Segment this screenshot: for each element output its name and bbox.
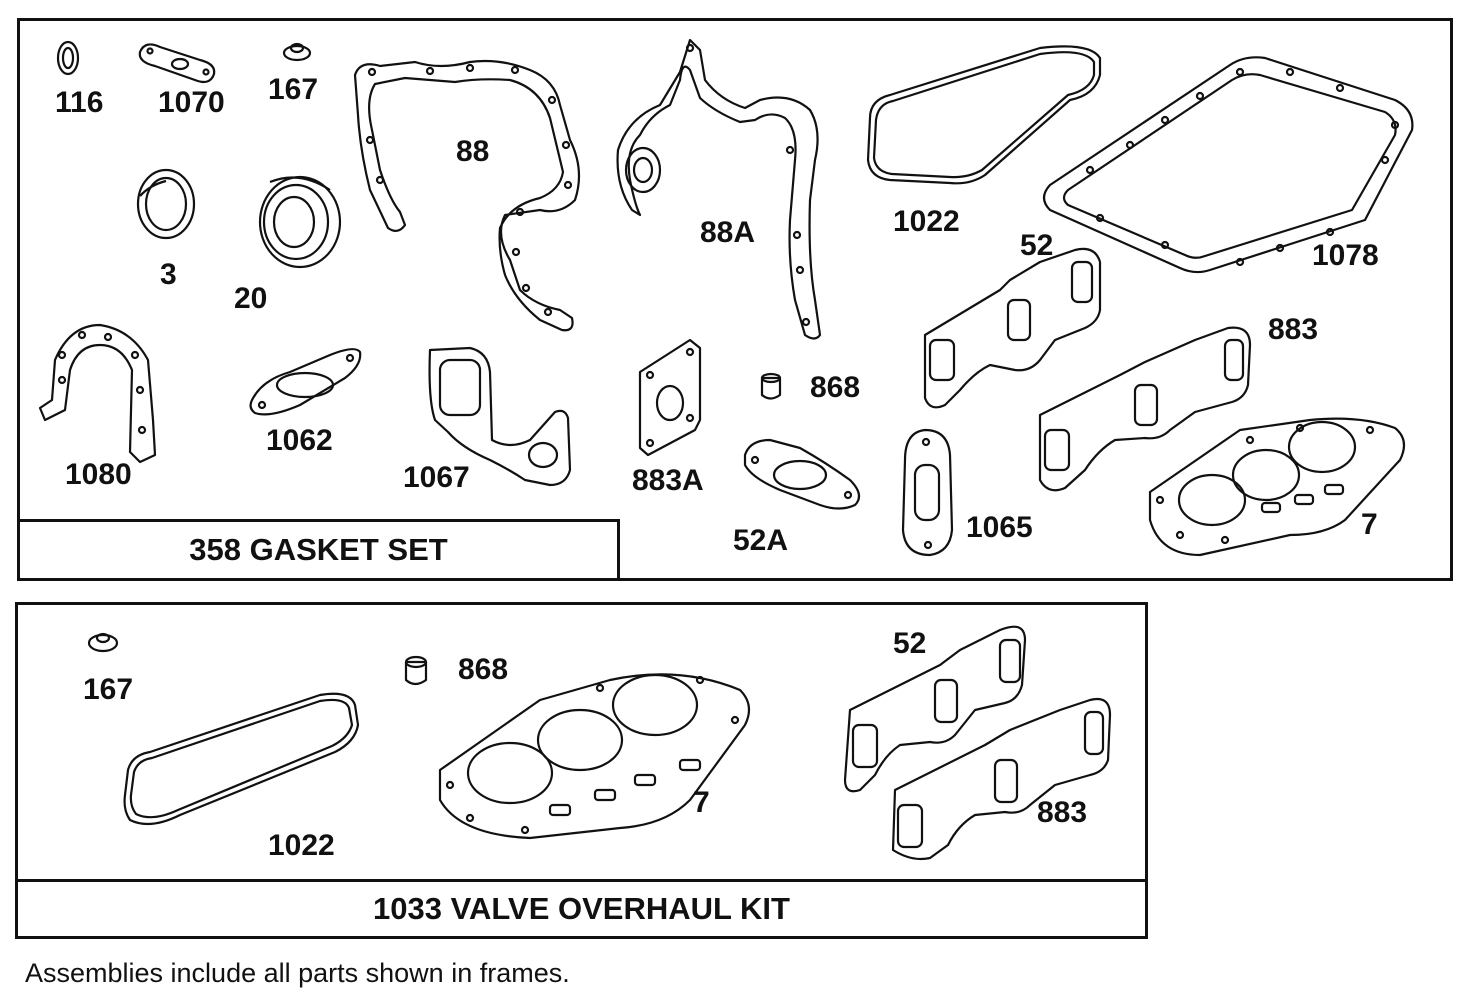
head-gasket-7-drawing [1148,417,1406,557]
part-label-20: 20 [234,282,268,315]
kit-part-label-1022: 1022 [268,829,335,862]
part-label-1067: 1067 [403,461,470,494]
part-label-1062: 1062 [266,424,333,457]
part-label-1070: 1070 [158,86,225,119]
gasket-1080-drawing [38,323,157,464]
valve-seal-868-drawing [760,372,782,400]
footnote: Assemblies include all parts shown in fr… [25,958,570,988]
part-label-1078: 1078 [1312,239,1379,272]
part-label-1065: 1065 [966,511,1033,544]
gasket-883-drawing [1038,326,1252,492]
seal-3-drawing [136,168,196,240]
part-label-7: 7 [1361,508,1378,541]
part-label-52: 52 [1020,229,1054,262]
valve-kit-frame [15,602,1148,939]
gasket-1065-drawing [901,428,954,557]
kit-part-label-883: 883 [1037,796,1088,829]
gasket-1070-drawing [138,43,216,84]
kit-valve-seal-868-drawing [404,655,428,686]
seal-20-drawing [258,175,342,269]
part-label-1080: 1080 [65,458,132,491]
kit-part-label-167: 167 [83,673,134,706]
kit-valve-seal-167-drawing [87,632,119,653]
kit-gasket-883-drawing [891,697,1112,861]
gasket-1062-drawing [249,348,362,416]
kit-part-label-868: 868 [458,653,509,686]
valve-seal-167-drawing [282,42,312,62]
washer-116-drawing [56,40,80,76]
gasket-52a-drawing [743,438,861,510]
valve-kit-title: 1033 VALVE OVERHAUL KIT [18,879,1145,936]
part-label-167: 167 [268,73,319,106]
kit-gasket-1022-drawing [123,692,360,826]
gasket-1022-drawing [866,45,1102,185]
gasket-set-frame [17,18,1453,581]
gasket-52-drawing [923,247,1102,409]
gasket-set-title: 358 GASKET SET [20,519,620,578]
part-label-88a: 88A [700,216,756,249]
part-label-868: 868 [810,371,861,404]
part-label-3: 3 [160,258,177,291]
part-label-88: 88 [456,135,490,168]
gasket-1067-drawing [428,346,572,487]
kit-gasket-52-drawing [843,625,1027,793]
part-label-1022: 1022 [893,205,960,238]
kit-part-label-7: 7 [693,786,710,819]
part-label-883a: 883A [632,464,704,497]
part-label-116: 116 [55,86,104,119]
part-label-883: 883 [1268,313,1319,346]
kit-part-label-52: 52 [893,627,927,660]
gasket-88-drawing [353,59,581,332]
gasket-1078-drawing [1042,56,1414,274]
part-label-52a: 52A [733,524,789,557]
kit-head-gasket-7-drawing [438,673,751,840]
gasket-88a-drawing [616,38,822,340]
gasket-883a-drawing [638,338,702,457]
